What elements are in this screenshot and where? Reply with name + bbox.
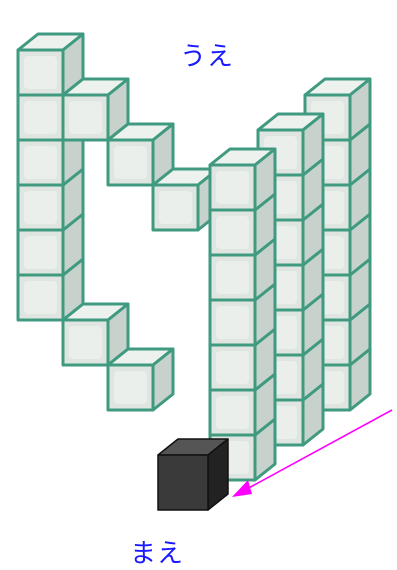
cube-face-highlight [216,351,249,384]
cube-face-highlight [114,371,147,404]
dark-block-front-face [158,455,208,510]
cube [108,349,173,410]
cube-face-highlight [216,171,249,204]
cube-face-highlight [24,281,57,314]
cube-face-highlight [216,261,249,294]
label-front: まえ [130,533,184,570]
cube-face-highlight [216,216,249,249]
cube-face-highlight [216,396,249,429]
cube-group [18,34,370,480]
dark-block-group [158,439,228,510]
cube-face-highlight [24,101,57,134]
cube-face-highlight [69,326,102,359]
cube-face-highlight [24,236,57,269]
cube-face-highlight [114,146,147,179]
cube-face-highlight [24,56,57,89]
cube-face-highlight [24,146,57,179]
arrow-head [232,480,252,497]
cube-face-highlight [24,191,57,224]
cube [210,149,275,210]
label-top: うえ [180,36,234,73]
cube-face-highlight [216,306,249,339]
cube-face-highlight [159,191,192,224]
cube [153,169,218,230]
cube-face-highlight [69,101,102,134]
